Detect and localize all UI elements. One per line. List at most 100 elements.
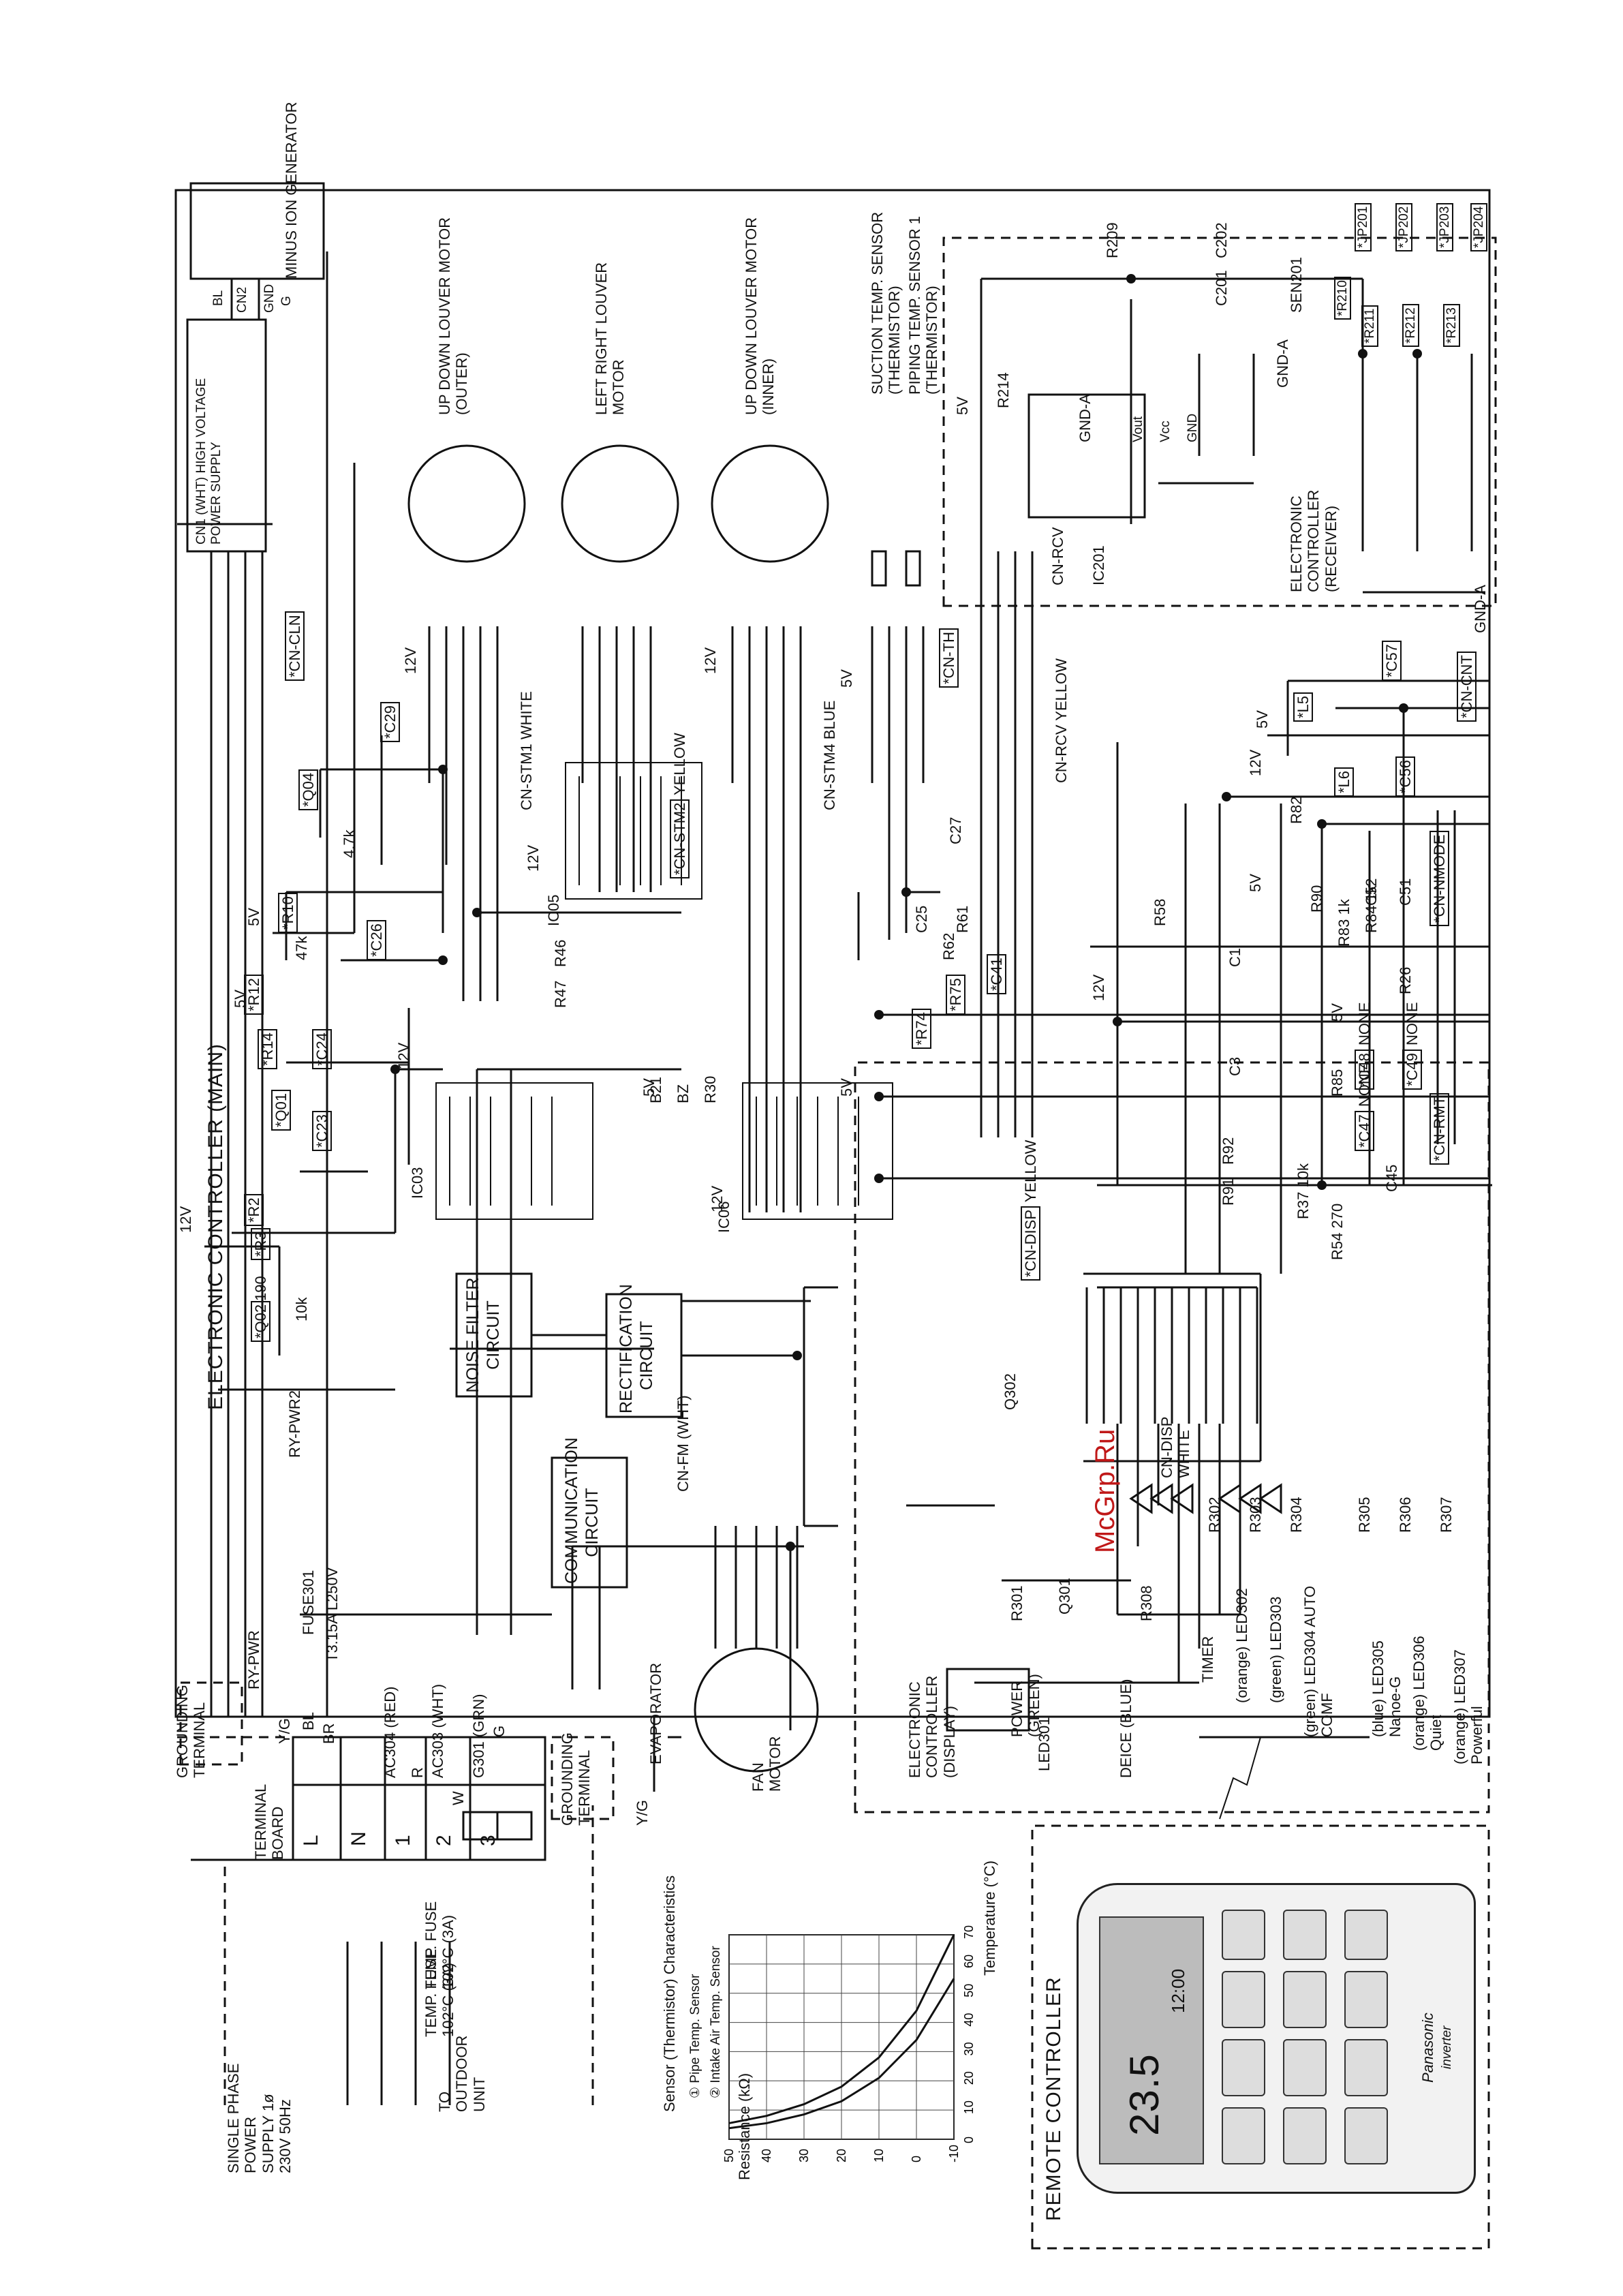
g301: G301 (GRN)	[470, 1694, 487, 1778]
display-leds	[946, 1483, 1282, 1732]
to-outdoor-label: TO OUTDOOR UNIT	[436, 2035, 488, 2112]
remote-btn-3[interactable]	[1222, 1971, 1265, 2028]
c23: *C23	[312, 1111, 332, 1151]
wire-g: G	[491, 1725, 508, 1737]
remote-outline	[1031, 1824, 1490, 2250]
remote-btn-6[interactable]	[1283, 2039, 1327, 2096]
ic03-block	[435, 1082, 593, 1220]
remote-btn-10[interactable]	[1344, 2039, 1388, 2096]
fuse-rating: T3.15A L250V	[324, 1567, 341, 1662]
gnd-a-2: GND-A	[1274, 339, 1291, 388]
c52: C52	[1363, 878, 1380, 906]
rectification-label: RECTIFICATION CIRCUIT	[617, 1284, 656, 1413]
led302-label: (orange) LED302	[1233, 1588, 1250, 1703]
remote-lcd: 23.5 12:00	[1099, 1916, 1204, 2164]
r210: *R210	[1334, 277, 1351, 320]
chart-xtick-label: 0	[910, 2156, 923, 2162]
motor-inner-circle	[711, 444, 829, 563]
chart-ytick-label: 0	[962, 2137, 976, 2143]
wire-w: W	[450, 1791, 467, 1805]
ic06-block	[742, 1082, 893, 1220]
r209: R209	[1104, 222, 1121, 258]
ir-link	[1219, 1736, 1261, 1820]
led303-label: (green) LED303	[1267, 1596, 1284, 1703]
v190-label: 190	[252, 1276, 269, 1301]
r14: *R14	[258, 1029, 277, 1069]
c1: C1	[1226, 947, 1243, 967]
r307: R307	[1438, 1497, 1455, 1533]
chart-ytick-label: 50	[962, 1984, 976, 1997]
remote-lcd-time: 12:00	[1168, 1968, 1188, 2013]
c201: C201	[1213, 270, 1230, 306]
led304-label: (green) LED304 AUTO COMF	[1301, 1585, 1336, 1737]
motor-outer-label: UP DOWN LOUVER MOTOR (OUTER)	[436, 217, 471, 415]
r58: R58	[1151, 898, 1169, 926]
junction-dots	[390, 274, 1422, 1551]
q04: *Q04	[298, 769, 318, 810]
jp201: *JP201	[1355, 202, 1372, 251]
remote-btn-8[interactable]	[1283, 1910, 1327, 1960]
piping-sensor-label: PIPING TEMP. SENSOR 1 (THERMISTOR)	[906, 215, 941, 395]
motor-lr-label: LEFT RIGHT LOUVER MOTOR	[593, 262, 628, 415]
chart-title: Sensor (Thermistor) Characteristics	[661, 1875, 678, 2112]
r74: *R74	[912, 1009, 931, 1049]
remote-btn-5[interactable]	[1283, 2107, 1327, 2164]
main-outline	[174, 189, 1491, 1718]
k47-label: 47k	[293, 936, 310, 960]
remote-btn-9[interactable]	[1344, 2107, 1388, 2164]
r30: R30	[702, 1075, 719, 1103]
chart-xtick-label: 40	[760, 2149, 773, 2162]
chart-xtick-label: -10	[947, 2145, 961, 2162]
grounding-terminal-1: GROUNDING TERMINAL	[174, 1685, 208, 1778]
v5-rail-2: 5V	[245, 908, 262, 926]
led307-label: (orange) LED307 Powerful	[1451, 1649, 1486, 1764]
stm1-lines	[428, 626, 499, 1001]
gnd-a-1: GND-A	[1077, 394, 1094, 442]
remote-btn-4[interactable]	[1222, 1910, 1265, 1960]
v5-rail-1: 5V	[232, 990, 249, 1008]
term-pin-n: N	[347, 1831, 370, 1846]
ion-bl: BL	[211, 290, 226, 306]
c41: *C41	[987, 954, 1006, 994]
jp202: *JP202	[1395, 202, 1412, 251]
remote-brand: Panasonic	[1419, 2012, 1436, 2083]
remote-btn-2[interactable]	[1222, 2039, 1265, 2096]
wire-br: BR	[320, 1723, 337, 1744]
display-outline	[854, 1061, 1490, 1813]
v12-rail-2: 12V	[402, 647, 419, 674]
noise-filter-label: NOISE FILTER CIRCUIT	[463, 1277, 503, 1393]
receiver-label: ELECTRONIC CONTROLLER (RECEIVER)	[1288, 489, 1340, 592]
term-pin-1: 1	[392, 1834, 414, 1846]
c49: *C49 NONE	[1402, 1002, 1422, 1090]
r26: R26	[1397, 966, 1414, 994]
cn-stm1-label: CN-STM1 WHITE	[518, 691, 535, 810]
c25: C25	[913, 905, 930, 933]
chart-ytick-label: 20	[962, 2071, 976, 2085]
c3: C3	[1226, 1056, 1243, 1076]
v12-rail-3: 12V	[525, 844, 542, 872]
chart-legend-2: ② Intake Air Temp. Sensor	[709, 1946, 723, 2098]
k4-7-label: 4.7k	[341, 829, 358, 858]
remote-btn-7[interactable]	[1283, 1971, 1327, 2028]
chart-xtick-label: 30	[797, 2149, 811, 2162]
l6: *L6	[1334, 767, 1354, 797]
remote-btn-12[interactable]	[1344, 1910, 1388, 1960]
c202: C202	[1213, 222, 1230, 258]
r91: R91	[1220, 1178, 1237, 1206]
cn-stm2-label: *CN-STM2 YELLOW	[670, 733, 690, 878]
ion-outline	[186, 318, 267, 553]
chart-ytick-label: 40	[962, 2013, 976, 2027]
v12-rail-1: 12V	[177, 1206, 194, 1233]
v12-rail-6: 12V	[709, 1185, 726, 1212]
receiver-outline	[942, 236, 1497, 607]
communication-label: COMMUNICATION CIRCUIT	[562, 1437, 602, 1584]
remote-btn-1[interactable]	[1222, 2107, 1265, 2164]
r303: R303	[1247, 1497, 1264, 1533]
cn-rmt: *CN-RMT	[1429, 1092, 1449, 1165]
c27: C27	[947, 816, 964, 844]
hv-supply-label: CN1 (WHT) HIGH VOLTAGE POWER SUPPLY	[194, 378, 223, 545]
remote-btn-11[interactable]	[1344, 1971, 1388, 2028]
